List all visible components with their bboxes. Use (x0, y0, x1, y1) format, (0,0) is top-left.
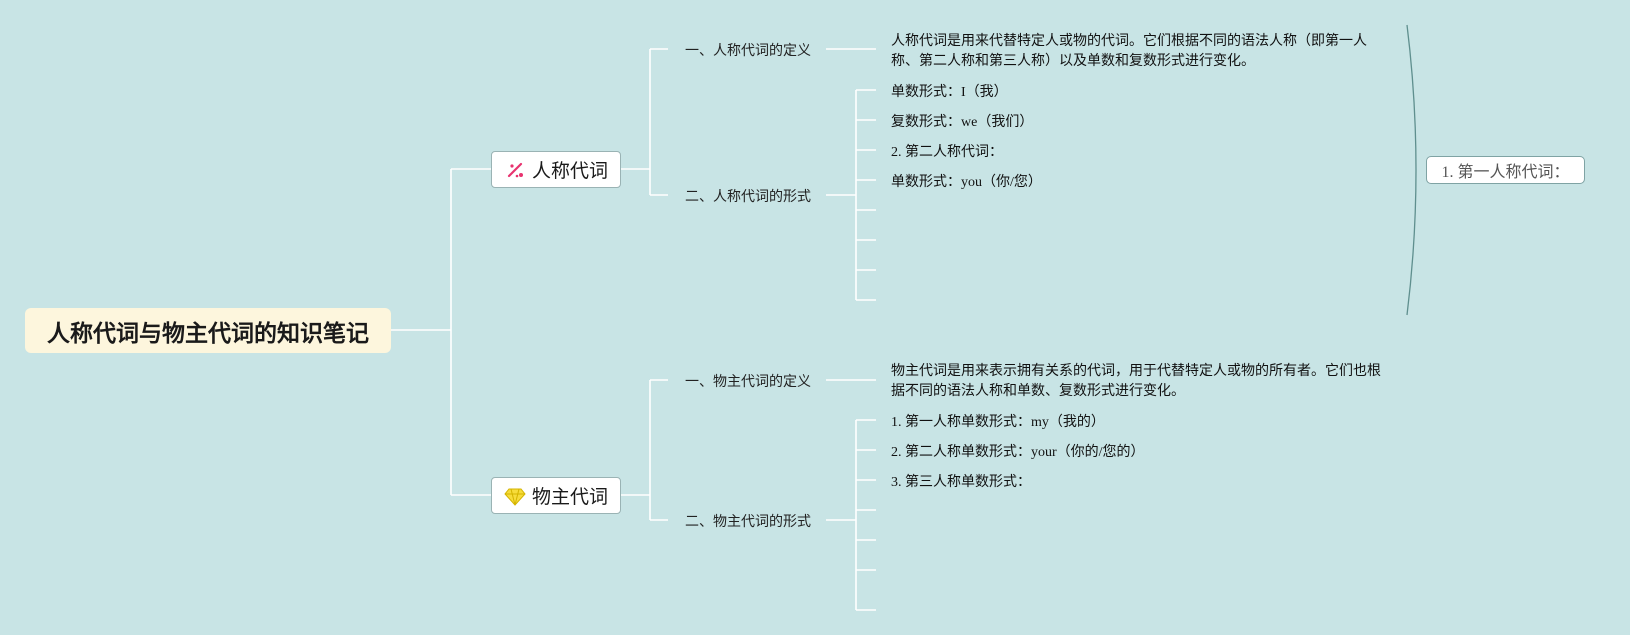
root-title: 人称代词与物主代词的知识笔记 (47, 320, 369, 347)
possessive-form-item[interactable]: 3. 第三人称单数形式： (891, 475, 1031, 490)
possessive-definition-text[interactable]: 物主代词是用来表示拥有关系的代词，用于代替特定人或物的所有者。它们也根据不同的语… (891, 363, 1381, 399)
personal-form-item[interactable]: 复数形式：we（我们） (891, 115, 1034, 130)
diamond-icon (504, 485, 526, 507)
root-topic[interactable]: 人称代词与物主代词的知识笔记 (25, 308, 391, 353)
possessive-form-item[interactable]: 2. 第二人称单数形式：your（你的/您的） (891, 445, 1145, 460)
topic-personal-title: 人称代词 (531, 160, 608, 182)
summary-topic[interactable]: 1. 第一人称代词： (1426, 156, 1585, 184)
summary-bracket (1406, 24, 1417, 316)
personal-definition-text[interactable]: 人称代词是用来代替特定人或物的代词。它们根据不同的语法人称（即第一人称、第二人称… (891, 33, 1367, 69)
subtopic-personal-definition[interactable]: 一、人称代词的定义 (685, 43, 811, 59)
topic-possessive-pronouns[interactable]: 物主代词 (491, 477, 621, 514)
summary-topic-label: 1. 第一人称代词： (1441, 164, 1570, 181)
personal-form-item[interactable]: 单数形式：you（你/您） (891, 175, 1042, 190)
personal-form-item[interactable]: 单数形式：I（我） (891, 85, 1008, 100)
subtopic-personal-forms[interactable]: 二、人称代词的形式 (685, 189, 811, 205)
magic-wand-icon (504, 159, 526, 181)
topic-personal-pronouns[interactable]: 人称代词 (491, 151, 621, 188)
personal-form-item[interactable]: 2. 第二人称代词： (891, 145, 1003, 160)
subtopic-possessive-forms[interactable]: 二、物主代词的形式 (685, 514, 811, 530)
topic-possessive-title: 物主代词 (531, 486, 608, 508)
possessive-form-item[interactable]: 1. 第一人称单数形式：my（我的） (891, 415, 1105, 430)
subtopic-possessive-definition[interactable]: 一、物主代词的定义 (685, 374, 811, 390)
